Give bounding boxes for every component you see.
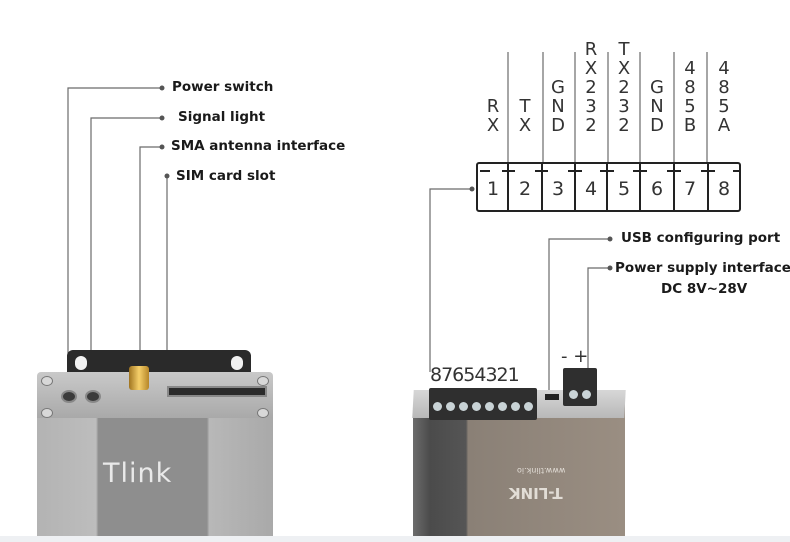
sma-antenna-leader bbox=[139, 146, 162, 372]
signal-light-label: Signal light bbox=[178, 109, 266, 125]
pin-number: 6 bbox=[650, 178, 664, 200]
tlink-device-terminal-view: 87654321 - + www.tlink.io T-LINK bbox=[412, 346, 626, 536]
power-supply-leader bbox=[587, 267, 610, 388]
screw-icon bbox=[41, 408, 53, 418]
pin-number: 2 bbox=[518, 178, 532, 200]
power-switch-label: Power switch bbox=[172, 79, 274, 95]
signal-light bbox=[85, 390, 101, 403]
power-switch[interactable] bbox=[61, 390, 77, 403]
power-polarity-marks: - + bbox=[561, 346, 589, 367]
mount-hole bbox=[75, 356, 87, 370]
device-body bbox=[37, 418, 273, 536]
power-supply-label: Power supply interface bbox=[615, 260, 790, 276]
sma-antenna-label: SMA antenna interface bbox=[171, 138, 346, 154]
device-brand-logo: Tlink bbox=[103, 458, 173, 489]
usb-port-label: USB configuring port bbox=[621, 230, 781, 246]
sim-card-slot[interactable] bbox=[167, 386, 267, 397]
screw-icon bbox=[257, 376, 269, 386]
bottom-strip bbox=[0, 536, 790, 542]
pin-number: 5 bbox=[617, 178, 631, 200]
mount-hole bbox=[231, 356, 243, 370]
usb-leader bbox=[548, 238, 610, 398]
terminal-leader bbox=[429, 188, 472, 372]
device-body bbox=[413, 404, 625, 536]
device-brand-logo: T-LINK bbox=[509, 484, 563, 502]
pin-number: 3 bbox=[551, 178, 565, 200]
pin-number: 7 bbox=[683, 178, 697, 200]
device-url: www.tlink.io bbox=[517, 466, 566, 475]
terminal-numbers: 87654321 bbox=[430, 364, 520, 386]
power-switch-leader bbox=[67, 87, 162, 372]
pin-number: 8 bbox=[717, 178, 731, 200]
pin-number: 1 bbox=[486, 178, 500, 200]
usb-configuring-port[interactable] bbox=[545, 394, 559, 400]
tlink-device-top-view: Tlink bbox=[37, 346, 273, 536]
terminal-block-diagram bbox=[476, 162, 741, 212]
pin-number: 4 bbox=[584, 178, 598, 200]
power-terminal-block[interactable] bbox=[563, 368, 597, 406]
screw-icon bbox=[41, 376, 53, 386]
power-supply-voltage: DC 8V~28V bbox=[661, 281, 748, 297]
signal-light-leader bbox=[90, 117, 162, 372]
sma-antenna-connector[interactable] bbox=[129, 366, 149, 390]
terminal-block-8-pin[interactable] bbox=[429, 388, 537, 420]
screw-icon bbox=[257, 408, 269, 418]
sim-card-slot-label: SIM card slot bbox=[176, 168, 276, 184]
